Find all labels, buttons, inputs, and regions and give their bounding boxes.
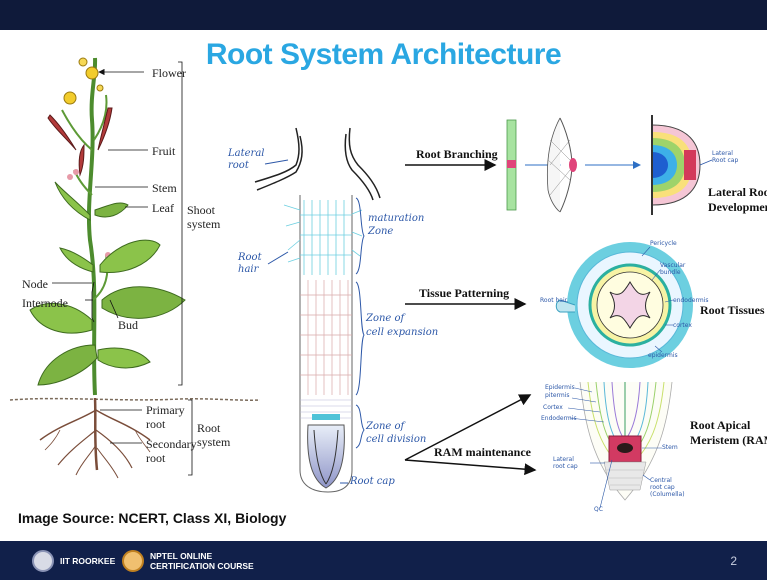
annot-root-hair-small: Root hair: [540, 297, 567, 304]
label-leaf: Leaf: [152, 201, 174, 216]
footer-bar: IIT ROORKEE NPTEL ONLINE CERTIFICATION C…: [0, 541, 767, 580]
plant-illustration: [10, 58, 260, 478]
flower-icon: [86, 67, 98, 79]
label-secondary-root: Secondary root: [146, 437, 197, 465]
label-root-branching: Root Branching: [416, 147, 498, 162]
label-lateral-root-development: Lateral Root Development: [708, 185, 767, 215]
label-ram-maintenance: RAM maintenance: [434, 445, 531, 460]
annot-central-root-cap: Central root cap (Columella): [650, 477, 685, 498]
annot-ram-pitermis: pitermis: [545, 392, 570, 399]
annot-pericycle: Pericycle: [650, 240, 677, 247]
footer-course-line1: NPTEL ONLINE: [150, 551, 212, 561]
label-tissue-patterning: Tissue Patterning: [419, 286, 509, 301]
annot-qc: QC: [594, 506, 603, 513]
footer-course-line2: CERTIFICATION COURSE: [150, 561, 254, 571]
fruit-icon: [48, 115, 76, 150]
annot-endodermis: endodermis: [673, 297, 708, 304]
label-cell-division: Zone of cell division: [366, 420, 426, 446]
label-stem: Stem: [152, 181, 177, 196]
annot-ram-endodermis: Endodermis: [541, 415, 577, 422]
annot-ram-epidermis: Epidermis: [545, 384, 575, 391]
label-node: Node: [22, 277, 48, 292]
leaf-icon: [95, 203, 128, 217]
nptel-logo-icon: [122, 550, 144, 572]
label-root-tissues: Root Tissues: [700, 303, 765, 318]
label-root-system: Root system: [197, 421, 230, 449]
image-source-caption: Image Source: NCERT, Class XI, Biology: [18, 510, 286, 526]
label-internode: Internode: [22, 296, 68, 311]
annot-lateral-root-cap-2: Lateral root cap: [553, 456, 578, 470]
label-maturation-zone: maturation Zone: [368, 212, 424, 238]
footer-institute: IIT ROORKEE: [60, 556, 115, 566]
label-cell-expansion: Zone of cell expansion: [366, 312, 438, 340]
annot-ram-cortex: Cortex: [543, 404, 563, 411]
annot-lateral-root-cap: Lateral Root cap: [712, 150, 738, 164]
annot-epidermis: epidermis: [648, 352, 678, 359]
annot-cortex: cortex: [673, 322, 692, 329]
annot-vascular-bundle: Vascular bundle: [660, 262, 685, 276]
page-number: 2: [730, 554, 737, 568]
label-root-hair: Root hair: [238, 252, 262, 276]
label-primary-root: Primary root: [146, 403, 185, 431]
label-shoot-system: Shoot system: [187, 203, 220, 231]
label-fruit: Fruit: [152, 144, 175, 159]
label-root-apical-meristem: Root Apical Meristem (RAM): [690, 418, 767, 448]
root-longitudinal-diagram: [255, 128, 380, 492]
iit-roorkee-logo-icon: [32, 550, 54, 572]
label-root-cap: Root cap: [350, 476, 395, 487]
label-bud: Bud: [118, 318, 138, 333]
label-lateral-root: Lateral root: [228, 148, 264, 172]
label-flower: Flower: [152, 66, 186, 81]
annot-stem-cells: Stem: [662, 444, 678, 451]
